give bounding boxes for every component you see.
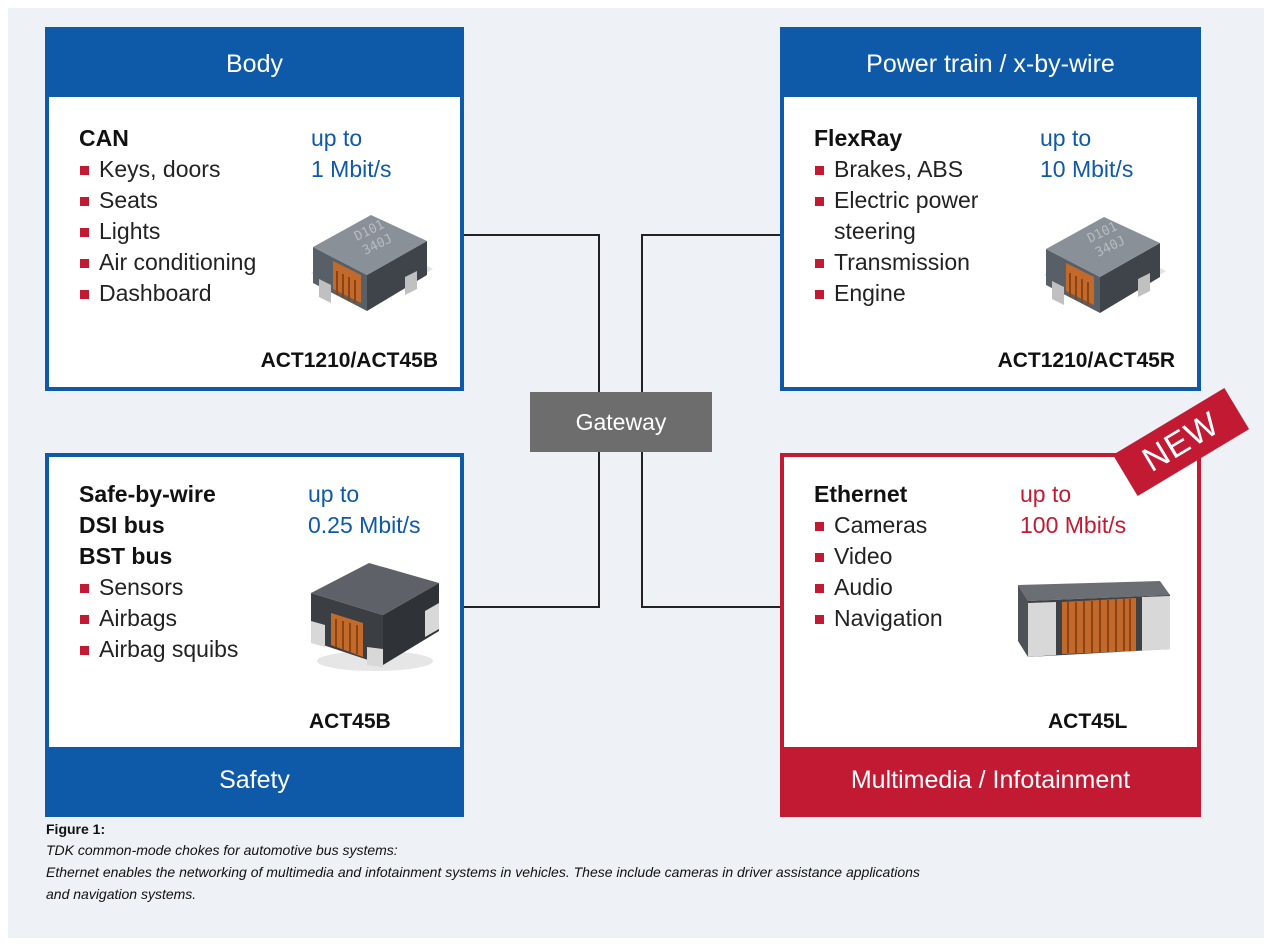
list-item: Audio [814, 572, 943, 603]
list-item: Engine [814, 278, 1014, 309]
choke-component-image: D101 340J [311, 215, 433, 311]
safety-panel: Safe-by-wire DSI bus BST bus Sensors Air… [45, 453, 464, 817]
list-item: Airbags [79, 603, 238, 634]
connector-multimedia-horizontal [641, 606, 781, 608]
multimedia-speed: up to 100 Mbit/s [1020, 481, 1127, 538]
list-item: Electric power steering [814, 185, 1014, 247]
figure-canvas: Body CAN Keys, doors Seats Lights Air co… [8, 8, 1264, 938]
safety-speed: up to 0.25 Mbit/s [308, 481, 421, 538]
list-item: Lights [79, 216, 256, 247]
safety-part-number: ACT45B [309, 710, 391, 733]
powertrain-speed: up to 10 Mbit/s [1040, 125, 1134, 182]
body-bus-name: CAN [79, 125, 129, 151]
caption-line: and navigation systems. [46, 886, 197, 902]
list-item: Keys, doors [79, 154, 256, 185]
powertrain-header: Power train / x-by-wire [784, 31, 1197, 97]
body-part-number: ACT1210/ACT45B [260, 349, 438, 372]
body-application-list: Keys, doors Seats Lights Air conditionin… [79, 154, 256, 309]
powertrain-bus-name: FlexRay [814, 125, 903, 151]
multimedia-application-list: Cameras Video Audio Navigation [814, 510, 943, 634]
list-item: Air conditioning [79, 247, 256, 278]
safety-application-list: Sensors Airbags Airbag squibs [79, 572, 238, 665]
figure-caption: Figure 1: TDK common-mode chokes for aut… [46, 820, 1246, 905]
list-item: Video [814, 541, 943, 572]
multimedia-bus-name: Ethernet [814, 481, 908, 507]
connector-multimedia-vertical [641, 452, 643, 608]
list-item: Transmission [814, 247, 1014, 278]
body-panel: Body CAN Keys, doors Seats Lights Air co… [45, 27, 464, 391]
multimedia-part-number: ACT45L [1048, 710, 1128, 733]
powertrain-application-list: Brakes, ABS Electric power steering Tran… [814, 154, 1014, 309]
multimedia-footer: Multimedia / Infotainment [784, 747, 1197, 813]
list-item: Cameras [814, 510, 943, 541]
body-speed: up to 1 Mbit/s [311, 125, 392, 182]
safety-footer: Safety [49, 747, 460, 813]
body-header: Body [49, 31, 460, 97]
connector-safety-horizontal [464, 606, 600, 608]
connector-body-horizontal [464, 234, 600, 236]
connector-body-vertical [598, 234, 600, 392]
caption-line: TDK common-mode chokes for automotive bu… [46, 842, 398, 858]
choke-component-image [311, 563, 439, 671]
list-item: Dashboard [79, 278, 256, 309]
connector-safety-vertical [598, 452, 600, 608]
multimedia-panel: Ethernet Cameras Video Audio Navigation … [780, 453, 1201, 817]
choke-component-image [1018, 581, 1170, 657]
choke-component-image: D101 340J [1044, 217, 1166, 313]
powertrain-part-number: ACT1210/ACT45R [997, 349, 1175, 372]
list-item: Seats [79, 185, 256, 216]
gateway-box: Gateway [530, 392, 712, 452]
list-item: Brakes, ABS [814, 154, 1014, 185]
powertrain-panel: Power train / x-by-wire FlexRay Brakes, … [780, 27, 1201, 391]
list-item: Navigation [814, 603, 943, 634]
list-item: Airbag squibs [79, 634, 238, 665]
caption-line: Ethernet enables the networking of multi… [46, 864, 920, 880]
connector-power-vertical [641, 234, 643, 392]
caption-title: Figure 1: [46, 821, 106, 837]
list-item: Sensors [79, 572, 238, 603]
safety-bus-name: Safe-by-wire DSI bus BST bus [79, 481, 216, 569]
connector-power-horizontal [641, 234, 781, 236]
